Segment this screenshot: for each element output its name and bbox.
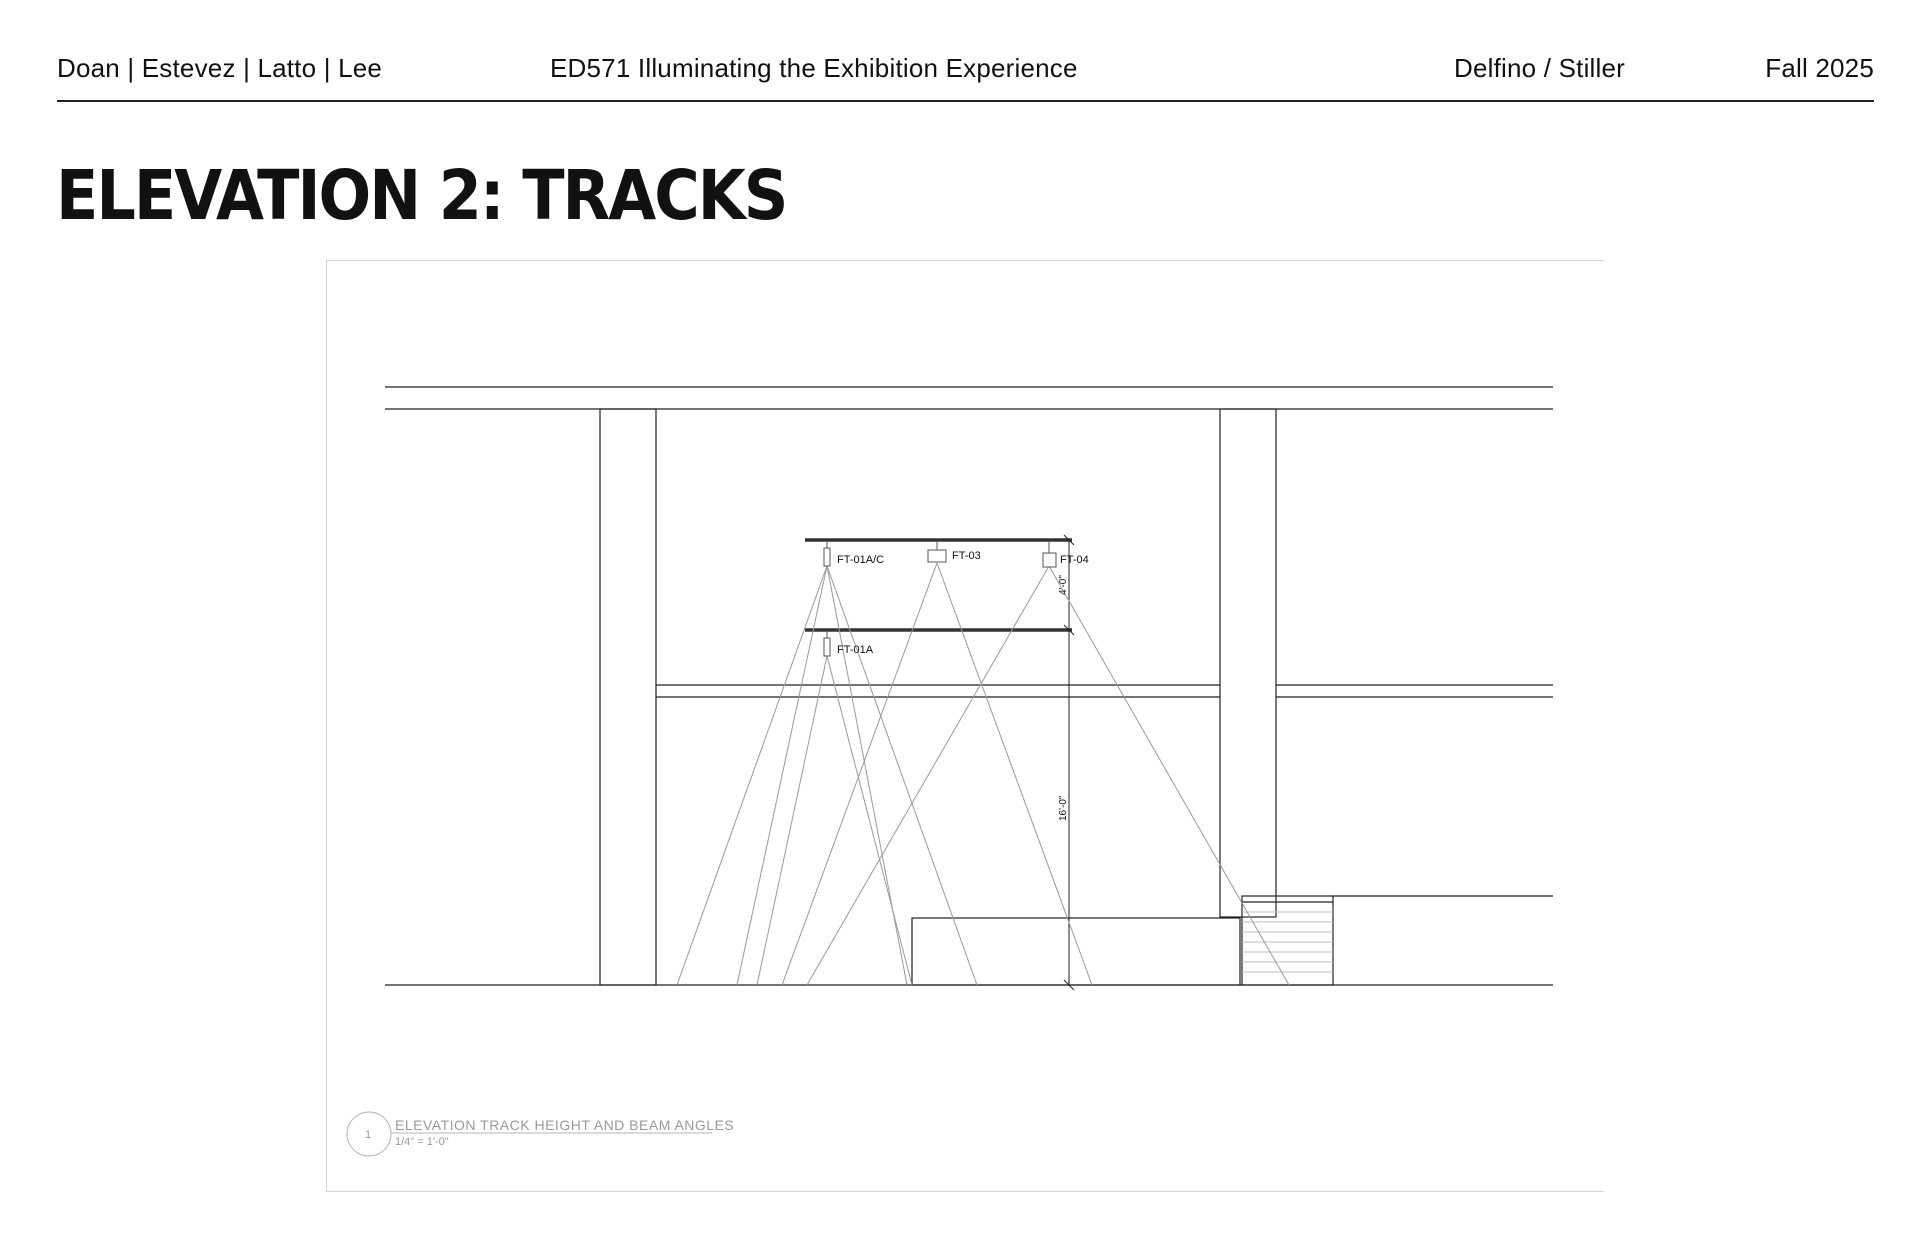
drawing-title: ELEVATION TRACK HEIGHT AND BEAM ANGLES [395, 1117, 734, 1133]
beam-ray [736, 565, 828, 986]
dimension-tick [1063, 534, 1075, 546]
drawing-number: 1 [365, 1129, 371, 1141]
drawing-number-circle [346, 1111, 392, 1157]
display-platform [911, 917, 1241, 986]
instructors: Delfino / Stiller [1454, 53, 1626, 83]
fixture-label-ft04: FT-04 [1060, 554, 1089, 566]
stair-treads [1242, 911, 1333, 973]
drawing-scale: 1/4" = 1'-0" [395, 1136, 449, 1148]
elevation-drawing: FT-01A/C FT-03 FT-04 FT-01A 4'-0" 16'-0"… [346, 386, 1553, 1157]
beam-ray [676, 565, 828, 986]
fixture-ft04 [1042, 552, 1057, 568]
fixture-label-ft01ac: FT-01A/C [837, 554, 884, 566]
page-header: Doan | Estevez | Latto | Lee ED571 Illum… [57, 48, 1874, 102]
beam-ray [756, 655, 828, 986]
course-title: ED571 Illuminating the Exhibition Experi… [550, 53, 1078, 83]
dimension-label-16ft: 16'-0" [1058, 795, 1069, 821]
beam-ray [1048, 565, 1290, 986]
beam-ray [781, 562, 938, 986]
fixture-label-ft01a: FT-01A [837, 644, 874, 656]
dimension-label-4ft: 4'-0" [1058, 575, 1069, 595]
beam-ray [826, 655, 913, 986]
fixture-ft01ac [823, 547, 831, 567]
stair [1241, 895, 1334, 986]
term: Fall 2025 [1765, 53, 1874, 83]
fixture-ft03 [927, 549, 947, 563]
beam-ray [826, 565, 978, 986]
beam-ray [936, 562, 1093, 986]
beam-ray [806, 565, 1050, 986]
fixture-ft01a [823, 637, 831, 657]
team-authors: Doan | Estevez | Latto | Lee [57, 53, 383, 83]
drawing-sheet: FT-01A/C FT-03 FT-04 FT-01A 4'-0" 16'-0"… [326, 260, 1604, 1192]
column-right [1219, 408, 1277, 918]
dimension-tick [1063, 624, 1075, 636]
beam-angles [676, 562, 1290, 986]
page-title: ELEVATION 2: TRACKS [56, 155, 788, 236]
dimension-tick [1063, 979, 1075, 991]
column-left [599, 408, 657, 986]
fixture-label-ft03: FT-03 [952, 550, 981, 562]
